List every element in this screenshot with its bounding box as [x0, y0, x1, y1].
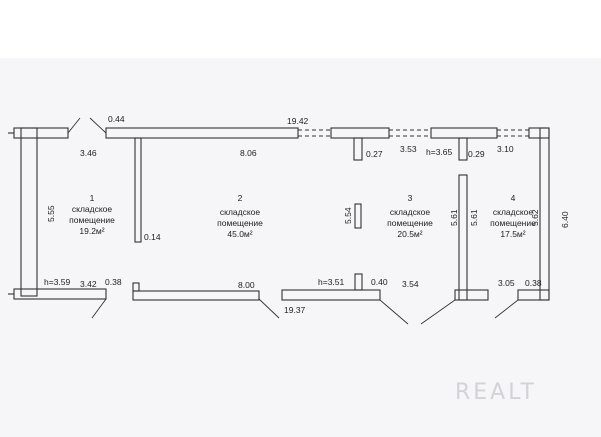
wall-bottom-right [517, 289, 550, 301]
svg-text:помещение: помещение [387, 218, 433, 228]
wall-right [539, 127, 550, 301]
dim-5-54: 5.54 [343, 207, 353, 224]
door-swing-room2-top [89, 117, 107, 134]
svg-text:17.5м²: 17.5м² [500, 229, 525, 239]
wall-bottom-room3-4 [454, 289, 489, 301]
svg-text:помещение: помещение [490, 218, 536, 228]
dim-19-37: 19.37 [284, 305, 306, 315]
dim-5-61-a: 5.61 [449, 209, 459, 226]
door-swing-room3-b [420, 299, 456, 325]
wall-top-room3-4 [430, 127, 498, 139]
dim-19-42: 19.42 [287, 116, 309, 126]
room-3-label: 3 складское помещение 20.5м² [387, 193, 433, 239]
column-bottom-left [132, 282, 140, 292]
partition-room1-room2 [134, 137, 142, 243]
dim-3-54: 3.54 [402, 279, 419, 289]
svg-text:45.0м²: 45.0м² [227, 229, 252, 239]
svg-text:4: 4 [511, 193, 516, 203]
dim-3-53: 3.53 [400, 144, 417, 154]
column-center [354, 203, 362, 229]
svg-text:складское: складское [493, 207, 534, 217]
top-margin [0, 0, 601, 58]
partition-room3-room4 [458, 174, 468, 301]
dim-0-44: 0.44 [108, 114, 125, 124]
wall-bottom-room2-3 [281, 289, 381, 301]
room-2-label: 2 складское помещение 45.0м² [217, 193, 263, 239]
dim-8-00: 8.00 [238, 280, 255, 290]
wall-bottom-room2 [132, 290, 260, 301]
column-bottom-right [354, 273, 363, 291]
floor-plan: 0.44 19.42 3.46 8.06 0.27 3.53 h=3.65 0.… [8, 114, 570, 325]
svg-text:складское: складское [390, 207, 431, 217]
dim-6-40: 6.40 [560, 211, 570, 228]
dim-0-40: 0.40 [371, 277, 388, 287]
floor-plan-sheet: 0.44 19.42 3.46 8.06 0.27 3.53 h=3.65 0.… [0, 58, 601, 437]
door-swing-room1-bottom [91, 298, 107, 319]
wall-bottom-left [13, 288, 107, 300]
dim-3-42: 3.42 [80, 279, 97, 289]
svg-text:19.2м²: 19.2м² [79, 226, 104, 236]
dim-5-61-b: 5.61 [469, 209, 479, 226]
watermark-logo: REALT [455, 380, 537, 405]
wall-top-main [105, 127, 299, 139]
dim-3-05: 3.05 [498, 278, 515, 288]
dim-h-3-51: h=3.51 [318, 277, 345, 287]
door-swing-room1-top [67, 117, 81, 134]
wall-top-right [528, 127, 550, 139]
svg-text:3: 3 [408, 193, 413, 203]
door-swing-room3-a [379, 299, 409, 325]
svg-text:помещение: помещение [69, 215, 115, 225]
dim-5-55: 5.55 [46, 205, 56, 222]
door-swing-room4 [494, 299, 519, 319]
svg-text:складское: складское [72, 204, 113, 214]
dim-0-27: 0.27 [366, 149, 383, 159]
wall-top-room3 [330, 127, 390, 139]
wall-left [20, 127, 38, 297]
svg-text:2: 2 [238, 193, 243, 203]
room-1-label: 1 складское помещение 19.2м² [69, 193, 115, 236]
dim-0-38-a: 0.38 [105, 277, 122, 287]
dim-h-3-59: h=3.59 [44, 277, 71, 287]
svg-text:20.5м²: 20.5м² [397, 229, 422, 239]
dim-8-06: 8.06 [240, 148, 257, 158]
door-swing-room2-bottom [258, 298, 280, 319]
svg-text:помещение: помещение [217, 218, 263, 228]
wall-top-left-stub [13, 127, 69, 139]
dim-0-29: 0.29 [468, 149, 485, 159]
dim-0-14: 0.14 [144, 232, 161, 242]
column-top-2 [458, 137, 468, 161]
dim-0-38-b: 0.38 [525, 278, 542, 288]
dim-h-3-65: h=3.65 [426, 147, 453, 157]
room-4-label: 4 складское помещение 17.5м² [490, 193, 536, 239]
column-top-1 [353, 137, 363, 161]
dim-3-46: 3.46 [80, 148, 97, 158]
svg-text:1: 1 [90, 193, 95, 203]
svg-text:складское: складское [220, 207, 261, 217]
dim-3-10: 3.10 [497, 144, 514, 154]
dim-5-62: 5.62 [530, 209, 540, 226]
